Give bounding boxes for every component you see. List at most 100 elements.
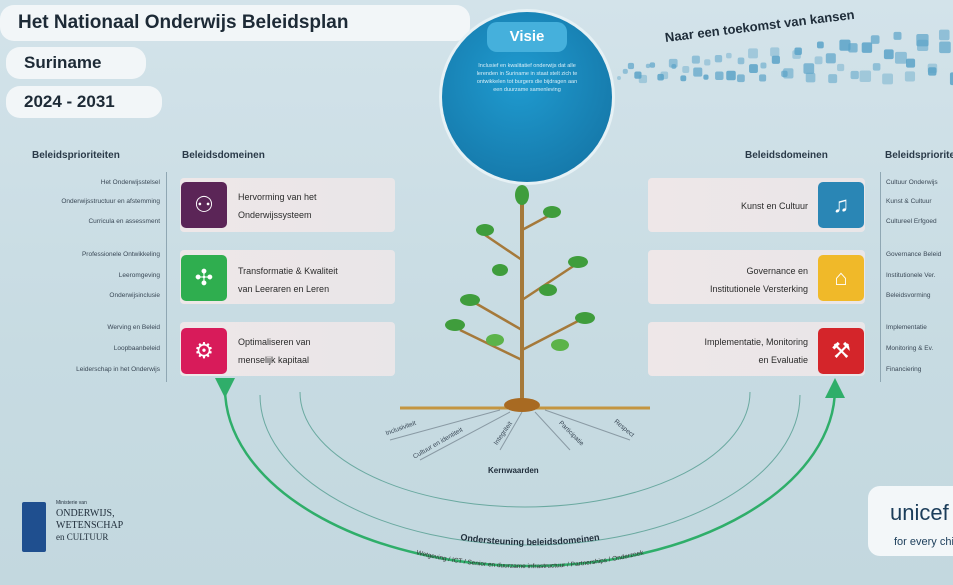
dot-mark <box>737 74 745 83</box>
dot-mark <box>649 62 656 68</box>
priority-item: Governance Beleid <box>886 251 942 258</box>
domain-label: Implementatie, Monitoring <box>704 337 808 347</box>
left-divider <box>166 172 167 382</box>
dot-mark <box>682 65 690 73</box>
priority-item: Kunst & Cultuur <box>886 198 932 205</box>
priority-item: Onderwijsstructuur en afstemming <box>61 198 160 205</box>
priority-item: Het Onderwijsstelsel <box>100 179 160 186</box>
unicef-tagline: for every child <box>894 536 953 548</box>
dot-mark <box>816 41 824 49</box>
monitoring-icon: ⚒ <box>818 328 864 374</box>
dot-mark <box>714 55 723 63</box>
dot-mark <box>872 63 881 71</box>
vision-label: Visie <box>487 22 567 52</box>
domain-label: Governance en <box>746 266 808 276</box>
core-values-label: Kernwaarden <box>488 466 539 475</box>
priority-item: Professionele Ontwikkeling <box>81 251 160 258</box>
outer-arc-label: Wetgeving / ICT / Senior en duurzame inf… <box>416 549 645 570</box>
domain-label: Hervorming van het <box>238 192 317 202</box>
dot-mark <box>638 74 648 84</box>
dot-mark <box>691 55 700 64</box>
dot-mark <box>680 75 687 82</box>
dot-mark <box>657 73 664 81</box>
governance-icon: ⌂ <box>818 255 864 301</box>
left-priorities-header: Beleidsprioriteiten <box>32 150 120 161</box>
unicef-logo: unicef for every child <box>868 486 953 556</box>
dot-mark <box>906 58 916 68</box>
dot-mark <box>882 73 893 85</box>
dot-mark <box>828 74 838 84</box>
dot-mark <box>803 63 815 74</box>
dot-mark <box>805 72 816 83</box>
dot-mark <box>660 71 669 80</box>
dot-mark <box>726 70 736 81</box>
dot-mark <box>894 51 907 64</box>
network-icon: ⚇ <box>181 182 227 228</box>
dot-mark <box>645 63 651 69</box>
dot-mark <box>671 64 677 69</box>
dot-mark <box>938 29 950 41</box>
dot-mark <box>622 68 628 74</box>
right-divider <box>880 172 881 382</box>
dot-mark <box>634 71 642 79</box>
tree-icon <box>389 185 650 461</box>
priority-item: Cultuur Onderwijs <box>886 179 938 186</box>
dot-mark <box>916 34 929 47</box>
right-domains-header: Beleidsdomeinen <box>745 150 828 161</box>
right-priorities-header: Beleidsprioriteiten <box>885 150 953 161</box>
dot-mark <box>737 57 745 65</box>
priority-item: Werving en Beleid <box>107 324 160 331</box>
arc-label: Ondersteuning beleidsdomeinen <box>460 532 600 547</box>
dot-mark <box>627 62 635 70</box>
dot-mark <box>770 47 780 57</box>
dot-mark <box>928 67 937 76</box>
dot-mark <box>837 63 845 72</box>
domain-label: menselijk kapitaal <box>238 355 310 365</box>
domain-label: Onderwijssysteem <box>238 210 312 220</box>
dot-mark <box>839 39 851 51</box>
crest-icon <box>22 502 46 552</box>
vision-text: Inclusief en kwalitatief onderwijs dat a… <box>476 63 578 93</box>
logo-text: WETENSCHAP <box>56 520 124 531</box>
dot-mark <box>883 49 894 60</box>
priority-item: Institutionele Ver. <box>886 272 936 279</box>
cycle-arrow <box>214 377 845 568</box>
logo-text: en CULTUUR <box>56 532 109 542</box>
svg-text:Ondersteuning beleidsdomeinen: Ondersteuning beleidsdomeinen <box>460 532 600 547</box>
period-label: 2024 - 2031 <box>6 86 162 118</box>
domain-label: Institutionele Versterking <box>709 284 808 294</box>
domain-label: Transformatie & Kwaliteit <box>238 266 338 276</box>
dot-mark <box>781 70 788 78</box>
dot-mark <box>759 74 767 82</box>
dot-mark <box>861 42 873 53</box>
dot-mark <box>927 63 938 74</box>
country-label: Suriname <box>6 47 146 79</box>
logo-text: ONDERWIJS, <box>56 508 115 519</box>
dot-mark <box>771 55 780 64</box>
dot-mark <box>893 31 902 40</box>
dot-mark <box>748 48 758 59</box>
vision-circle: Visie Inclusief en kwalitatief onderwijs… <box>442 12 612 182</box>
priority-item: Loopbaanbeleid <box>113 345 160 352</box>
priority-item: Leiderschap in het Onderwijs <box>76 366 160 373</box>
dot-mark <box>794 47 802 55</box>
dot-mark <box>850 70 859 80</box>
domain-label: van Leeraren en Leren <box>238 284 330 294</box>
dot-mark <box>859 70 872 82</box>
priority-item: Cultureel Erfgoed <box>886 218 937 225</box>
dot-mark <box>749 64 758 73</box>
unicef-name: unicef <box>890 500 949 525</box>
priority-item: Curricula en assessment <box>88 218 160 225</box>
dot-mark <box>792 50 801 59</box>
priority-item: Beleidsvorming <box>886 292 931 299</box>
dot-mark <box>726 52 732 59</box>
dot-mark <box>704 59 711 66</box>
dot-mark <box>760 62 767 69</box>
gear-people-icon: ⚙ <box>181 328 227 374</box>
dots-decoration <box>617 29 953 86</box>
priority-item: Leeromgeving <box>118 272 160 279</box>
dot-mark <box>904 71 916 82</box>
logo-text: Ministerie van <box>56 500 87 506</box>
